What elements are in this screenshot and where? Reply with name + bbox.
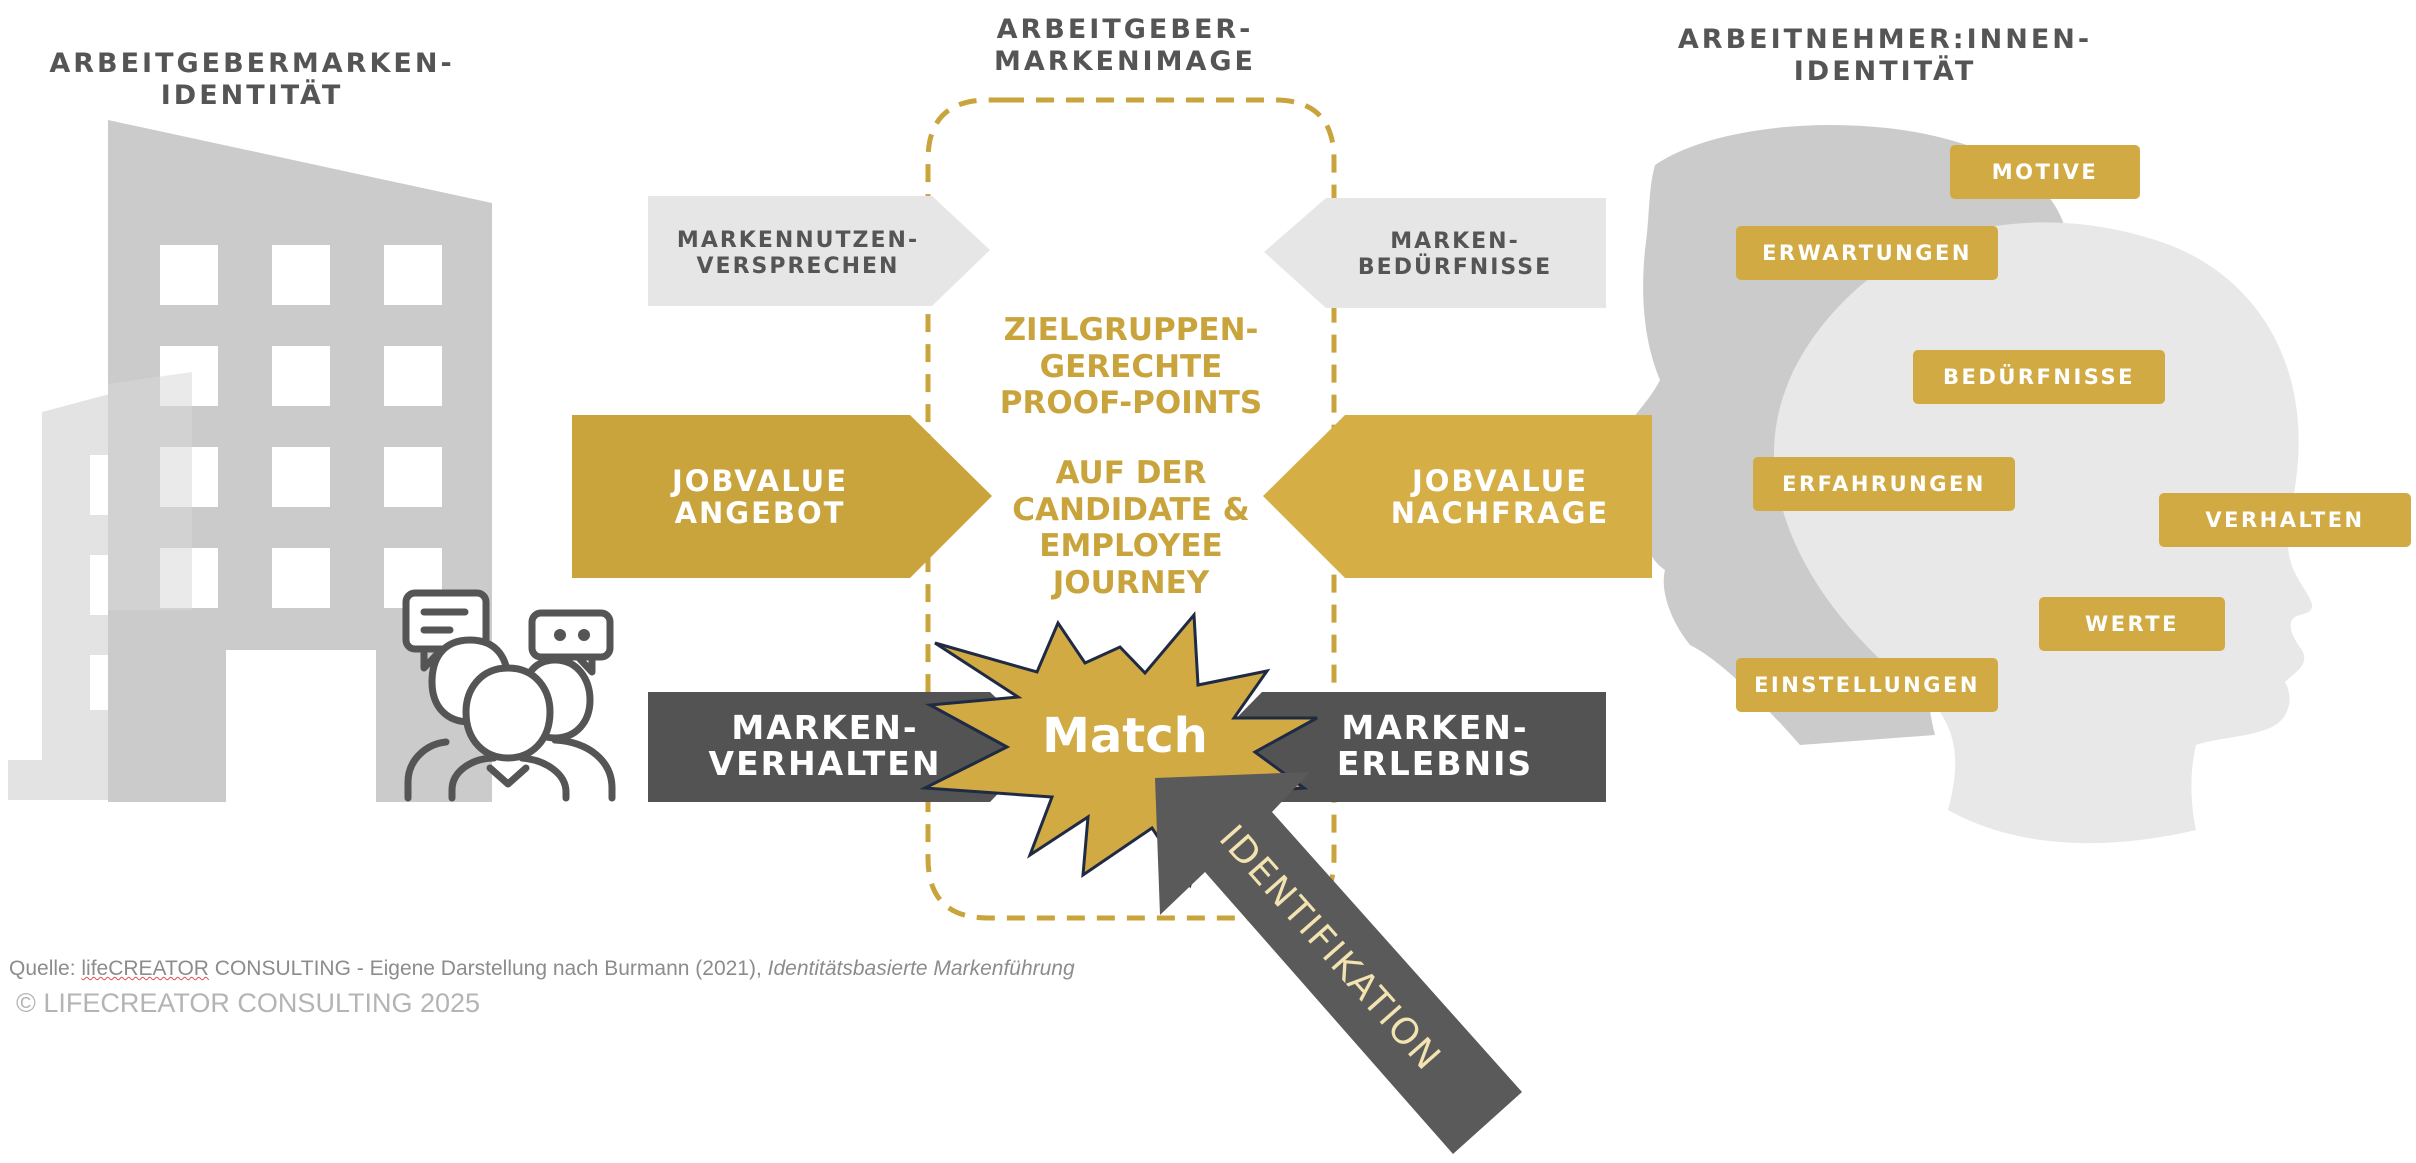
label-markenbeduerfnisse: MARKEN- BEDÜRFNISSE [1357,229,1553,281]
tag-beduerfnisse: BEDÜRFNISSE [1913,350,2165,404]
heading-arbeitgeber-markenimage: ARBEITGEBER- MARKENIMAGE [994,14,1256,78]
label-markennutzenversprechen: MARKENNUTZEN- VERSPRECHEN [676,228,920,280]
tag-motive: MOTIVE [1950,145,2140,199]
people-speech-bubbles-icon [402,589,616,802]
copyright-notice: © LIFECREATOR CONSULTING 2025 [16,988,481,1018]
label-markenerlebnis: MARKEN- ERLEBNIS [1336,708,1534,784]
source-citation: Quelle: lifeCREATOR CONSULTING - Eigene … [9,957,1075,981]
jobvalue-angebot-arrow-shape [572,415,992,578]
source-title: Identitätsbasierte Markenführung [767,957,1075,980]
match-label: Match [1042,708,1208,764]
center-journey-text: AUF DER CANDIDATE & EMPLOYEE JOURNEY [1012,455,1250,601]
source-prefix: Quelle: [9,957,82,980]
tag-erfahrungen: ERFAHRUNGEN [1753,457,2015,511]
office-building-icon [108,120,492,802]
tag-werte: WERTE [2039,597,2225,651]
markenbeduerfnisse-arrow-shape [1264,198,1606,308]
front-head-silhouette [1774,222,2313,844]
identifikation-arrow-shape [1155,772,1522,1154]
markenimage-frame [925,97,1337,921]
jobvalue-nachfrage-arrow-shape [1263,415,1652,578]
heading-arbeitnehmerinnen-identitaet: ARBEITNEHMER:INNEN- IDENTITÄT [1677,24,2093,88]
source-brand: lifeCREATOR [81,957,209,980]
markenverhalten-arrow-shape [648,692,1045,802]
tag-einstellungen: EINSTELLUNGEN [1736,658,1998,712]
heading-arbeitgebermarken-identitaet: ARBEITGEBERMARKEN- IDENTITÄT [49,48,455,112]
markennutzen-arrow-shape [648,196,990,306]
label-jobvalue-angebot: JOBVALUE ANGEBOT [671,464,849,530]
tag-erwartungen: ERWARTUNGEN [1736,226,1998,280]
label-jobvalue-nachfrage: JOBVALUE NACHFRAGE [1390,464,1610,530]
source-middle: CONSULTING - Eigene Darstellung nach Bur… [208,957,768,980]
center-proof-points-text: ZIELGRUPPEN- GERECHTE PROOF-POINTS [999,312,1263,422]
label-markenverhalten: MARKEN- VERHALTEN [708,708,942,784]
tag-verhalten: VERHALTEN [2159,493,2411,547]
